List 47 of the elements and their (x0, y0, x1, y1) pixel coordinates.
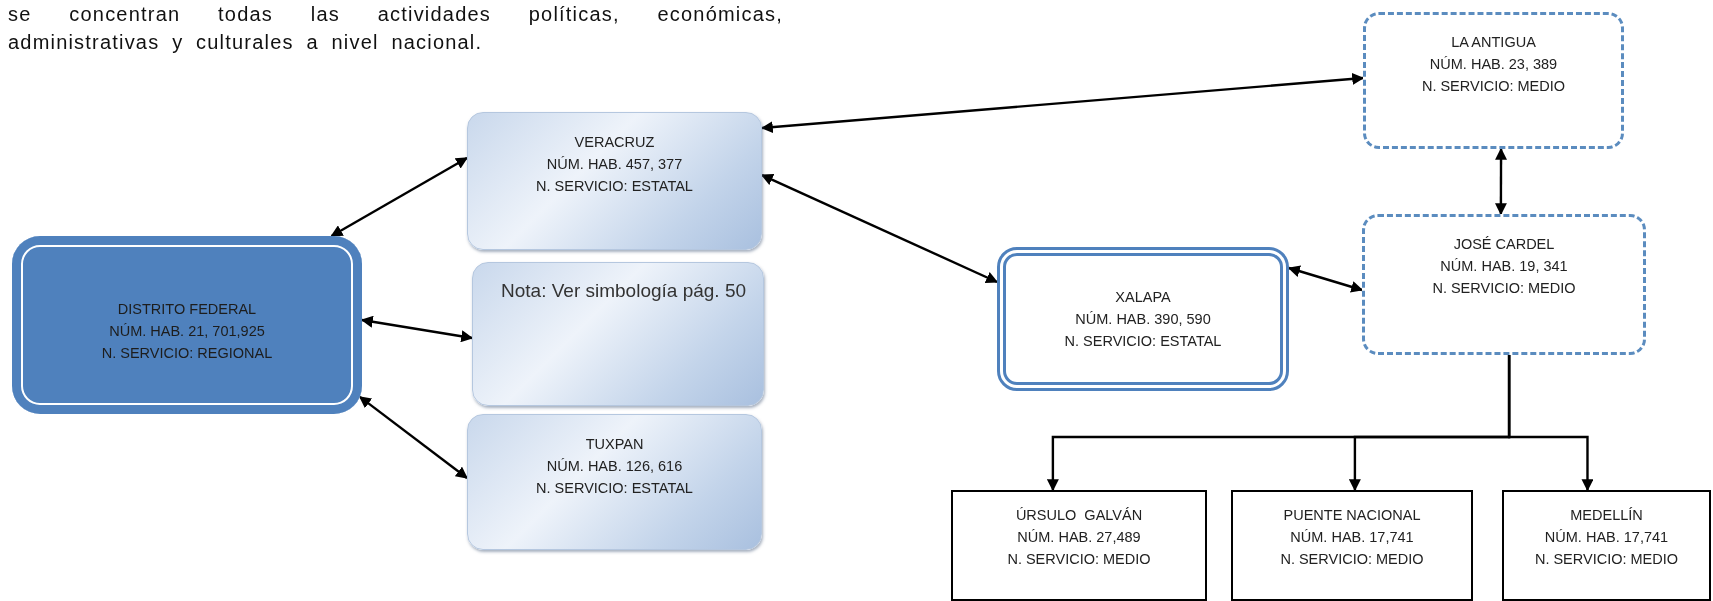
town-node (1363, 12, 1624, 149)
node-text: N. SERVICIO: ESTATAL (536, 479, 693, 498)
place-name: LA ANTIGUA (1451, 33, 1536, 52)
node-text: NÚM. HAB. 23, 389 (1429, 55, 1558, 74)
arrow (1287, 265, 1364, 293)
arrow (760, 173, 999, 284)
node-text: N. SERVICIO: MEDIO (1280, 550, 1424, 569)
town-node (1502, 490, 1711, 601)
place-name: XALAPA (1115, 288, 1171, 307)
arrow (360, 315, 474, 343)
note-text: Nota: Ver simbología pág. 50 (501, 279, 747, 303)
paragraph-text: se concentran todas las actividades políticas, económicas, administrativas y culturales a nivel nacional. (8, 2, 783, 55)
arrow (330, 156, 469, 238)
node-text: N. SERVICIO: MEDIO (1421, 77, 1566, 96)
city-node (467, 414, 762, 550)
arrow (1494, 147, 1508, 216)
note-box (472, 262, 764, 406)
place-name: DISTRITO FEDERAL (117, 300, 257, 319)
town-node (1362, 214, 1646, 355)
node-text: NÚM. HAB. 27,489 (1017, 528, 1141, 547)
node-text: NÚM. HAB. 126, 616 (546, 457, 683, 476)
regional-node (12, 236, 362, 414)
place-name: JOSÉ CARDEL (1453, 235, 1555, 254)
arrow (1507, 355, 1594, 492)
arrow (760, 72, 1365, 134)
node-text: NÚM. HAB. 21, 701,925 (109, 322, 265, 341)
node-text: NÚM. HAB. 17,741 (1290, 528, 1414, 547)
city-node (997, 247, 1289, 391)
node-text: N. SERVICIO: MEDIO (1432, 279, 1576, 298)
place-name: TUXPAN (585, 435, 644, 454)
town-node (1231, 490, 1473, 601)
node-text: NÚM. HAB. 457, 377 (546, 155, 683, 174)
node-text: N. SERVICIO: MEDIO (1534, 550, 1679, 569)
place-name: VERACRUZ (574, 133, 655, 152)
city-node (467, 112, 762, 250)
node-text: N. SERVICIO: REGIONAL (101, 344, 273, 363)
node-text: NÚM. HAB. 390, 590 (1075, 310, 1211, 329)
place-name: PUENTE NACIONAL (1283, 506, 1421, 525)
node-text: N. SERVICIO: ESTATAL (1064, 332, 1222, 351)
node-text: N. SERVICIO: MEDIO (1007, 550, 1151, 569)
arrow (358, 395, 468, 479)
node-text: NÚM. HAB. 17,741 (1544, 528, 1669, 547)
town-node (951, 490, 1207, 601)
node-text: N. SERVICIO: ESTATAL (536, 177, 693, 196)
place-name: ÚRSULO GALVÁN (1015, 506, 1143, 525)
node-text: NÚM. HAB. 19, 341 (1440, 257, 1568, 276)
place-name: MEDELLÍN (1570, 506, 1643, 525)
